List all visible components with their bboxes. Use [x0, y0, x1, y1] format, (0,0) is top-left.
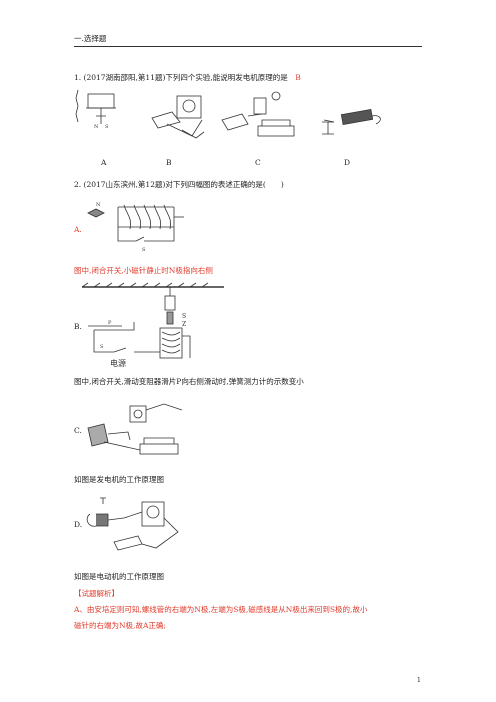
q1-stem-text: 1. (2017湖南邵阳,第11题)下列四个实验,能说明发电机原理的是 — [74, 73, 288, 82]
svg-text:S: S — [142, 247, 146, 253]
section-title: 一.选择题 — [74, 34, 107, 43]
q2-d-label: D. — [74, 520, 83, 529]
q1-option-a: A — [101, 158, 107, 167]
q2-c-label: C. — [74, 426, 82, 435]
analysis-title: 【试题解析】 — [74, 589, 119, 598]
q1-option-c: C — [255, 158, 261, 167]
q2-d-text: 如图是电动机的工作原理图 — [74, 572, 164, 581]
q1-answer: B — [295, 73, 301, 82]
svg-text:Z: Z — [182, 321, 186, 328]
q1-fig-a: N S — [75, 89, 116, 130]
analysis-line-1: A、由安培定则可知,螺线管的右端为N极,左端为S极,磁感线是从N极出来回到S极的… — [74, 605, 368, 614]
svg-text:P: P — [108, 320, 112, 326]
svg-text:S: S — [105, 124, 109, 130]
page-number: 1 — [417, 677, 421, 684]
svg-text:N: N — [96, 202, 101, 208]
q1-option-d: D — [344, 158, 351, 167]
q2-b-text: 图中,闭合开关,滑动变阻器滑片P向右侧滑动时,弹簧测力计的示数变小 — [74, 377, 304, 386]
svg-text:S: S — [182, 313, 186, 320]
q1-option-b: B — [166, 158, 172, 167]
q2-fig-c — [87, 403, 183, 455]
q1-fig-d — [322, 109, 381, 135]
q1-fig-b — [151, 95, 205, 139]
q2-fig-b: S Z P S 电源 — [81, 282, 224, 368]
q2-fig-d — [86, 497, 179, 551]
q1-figures: N S — [75, 89, 381, 139]
q2-c-text: 如图是发电机的工作原理图 — [74, 475, 164, 484]
q1-stem: 1. (2017湖南邵阳,第11题)下列四个实验,能说明发电机原理的是 B — [74, 73, 301, 83]
svg-text:N: N — [94, 124, 99, 130]
q2-a-label: A. — [74, 225, 82, 234]
top-rule — [74, 46, 422, 47]
q1-fig-c — [221, 91, 295, 137]
q2-b-label: B. — [74, 322, 82, 331]
svg-text:S: S — [100, 344, 104, 350]
q2-fig-a: N S — [87, 202, 184, 253]
q2-a-text: 图中,闭合开关,小磁针静止时N极指向右侧 — [74, 266, 213, 275]
q2-stem: 2. (2017山东滨州,第12题)对下列四幅图的表述正确的是( ) — [74, 180, 284, 189]
analysis-line-2: 磁针的右端为N极,故A正确; — [74, 621, 166, 630]
svg-text:电源: 电源 — [110, 358, 126, 368]
